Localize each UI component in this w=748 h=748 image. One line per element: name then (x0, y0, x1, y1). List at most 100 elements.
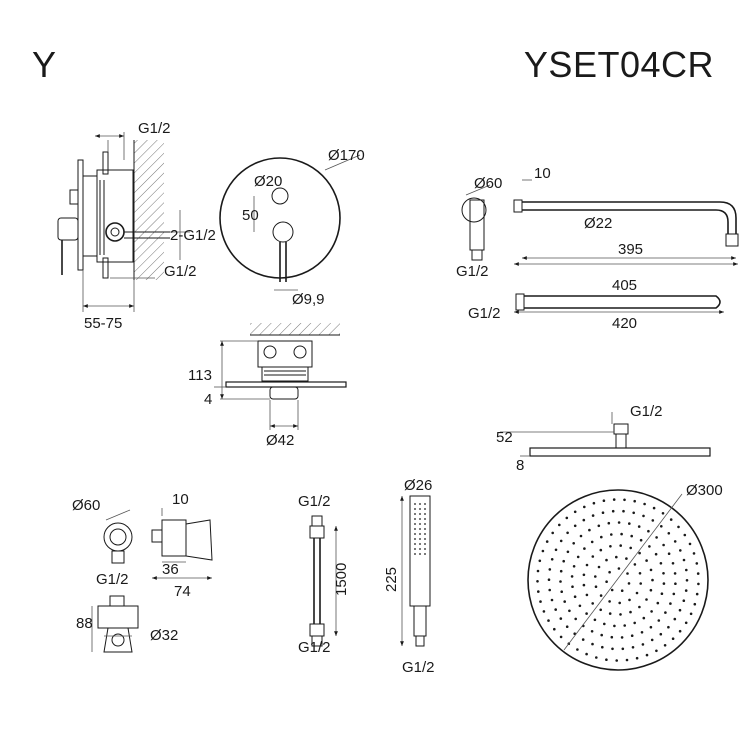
nozzle-dot (638, 551, 641, 555)
hand-nozzle-dot (419, 513, 421, 515)
nozzle-dot (610, 588, 614, 592)
nozzle-dot (562, 559, 565, 563)
dim-head-dia: Ø300 (686, 482, 723, 499)
hand-nozzle-dot (419, 553, 421, 555)
nozzle-dot (637, 525, 641, 528)
nozzle-dot (539, 600, 542, 603)
nozzle-dot (538, 559, 542, 563)
nozzle-dot (594, 585, 598, 588)
dim-handle-dia: Ø20 (254, 173, 282, 190)
nozzle-dot (583, 547, 586, 550)
hand-nozzle-dot (419, 548, 421, 550)
nozzle-dot (662, 572, 665, 575)
nozzle-dot (639, 582, 642, 585)
nozzle-dot (697, 582, 700, 586)
dim-outlet-depth: 10 (172, 491, 189, 508)
nozzle-dot (617, 567, 621, 570)
nozzle-dot (610, 533, 613, 536)
nozzle-dot (669, 602, 672, 605)
nozzle-dot (600, 535, 603, 539)
nozzle-dot (536, 580, 539, 583)
nozzle-dot (649, 568, 653, 572)
dim-head-height: 52 (496, 429, 513, 446)
dim-arm-reach: 395 (618, 241, 643, 258)
nozzle-dot (628, 522, 631, 525)
hand-nozzle-dot (424, 553, 426, 555)
nozzle-dot (657, 619, 661, 622)
nozzle-dot (640, 631, 644, 634)
hand-nozzle-dot (424, 528, 426, 530)
nozzle-dot (683, 533, 687, 537)
nozzle-dot (547, 578, 551, 581)
nozzle-dot (572, 542, 575, 545)
nozzle-dot (591, 514, 595, 517)
nozzle-dot (695, 592, 699, 596)
nozzle-dot (547, 619, 550, 622)
nozzle-dot (601, 645, 604, 649)
nozzle-dot (585, 563, 589, 567)
mixer-side-view: G1/2 2-G1/2 G1/2 55-75 (57, 120, 216, 332)
dim-arm-flange: Ø60 (474, 175, 502, 192)
nozzle-dot (579, 534, 583, 538)
nozzle-dot (611, 509, 615, 513)
nozzle-dot (684, 621, 688, 625)
dim-plate-thickness: 4 (204, 391, 212, 408)
nozzle-dot (537, 590, 540, 593)
nozzle-dot (696, 572, 700, 575)
brand-label: Y (32, 44, 57, 85)
nozzle-dot (672, 592, 676, 596)
nozzle-dot (602, 499, 606, 503)
nozzle-dot (626, 572, 629, 575)
hand-nozzle-dot (414, 553, 416, 555)
nozzle-dot (553, 627, 556, 631)
nozzle-dot (599, 608, 602, 612)
hand-nozzle-dot (419, 538, 421, 540)
hand-nozzle-dot (414, 543, 416, 545)
dim-arm-thread-top: G1/2 (456, 263, 489, 280)
nozzle-dot (629, 610, 632, 614)
nozzle-dot (545, 540, 549, 543)
nozzle-dot (550, 558, 554, 561)
nozzle-dot (638, 572, 642, 575)
nozzle-grid (536, 498, 700, 662)
nozzle-dot (621, 647, 625, 651)
nozzle-dot (677, 525, 680, 529)
nozzle-dot (633, 499, 636, 503)
nozzle-dot (663, 644, 667, 647)
nozzle-dot (573, 524, 577, 528)
nozzle-dot (597, 524, 601, 528)
nozzle-dot (576, 648, 579, 651)
nozzle-dot (620, 589, 624, 592)
nozzle-dot (591, 642, 594, 646)
hand-nozzle-dot (424, 543, 426, 545)
nozzle-dot (633, 621, 636, 625)
nozzle-dot (599, 548, 603, 552)
nozzle-dot (591, 602, 594, 605)
nozzle-dot (610, 635, 614, 639)
dim-plate-dia: Ø170 (328, 147, 365, 164)
nozzle-dot (573, 595, 577, 598)
nozzle-dot (667, 552, 671, 555)
dim-outlet-length: 74 (174, 583, 191, 600)
nozzle-dot (613, 624, 616, 628)
nozzle-dot (631, 646, 635, 649)
nozzle-dot (660, 525, 663, 528)
hand-nozzle-dot (419, 503, 421, 505)
nozzle-dot (574, 617, 577, 621)
dim-hand-thread: G1/2 (402, 659, 435, 676)
hand-shower-nozzles (414, 503, 426, 555)
nozzle-dot (566, 531, 569, 535)
hand-nozzle-dot (414, 523, 416, 525)
dim-hose-length: 1500 (333, 563, 350, 596)
nozzle-dot (627, 582, 631, 585)
nozzle-dot (620, 636, 624, 639)
nozzle-dot (571, 585, 574, 588)
nozzle-dot (649, 625, 653, 629)
wall-outlet-view: Ø60 G1/2 10 36 74 88 Ø32 (72, 491, 213, 653)
dim-arm-tube: Ø22 (584, 215, 612, 232)
nozzle-dot (629, 546, 632, 550)
nozzle-dot (591, 555, 595, 558)
dim-arm-thread-len: 10 (534, 165, 551, 182)
dim-arm-straight: 420 (612, 315, 637, 332)
nozzle-dot (608, 600, 611, 603)
